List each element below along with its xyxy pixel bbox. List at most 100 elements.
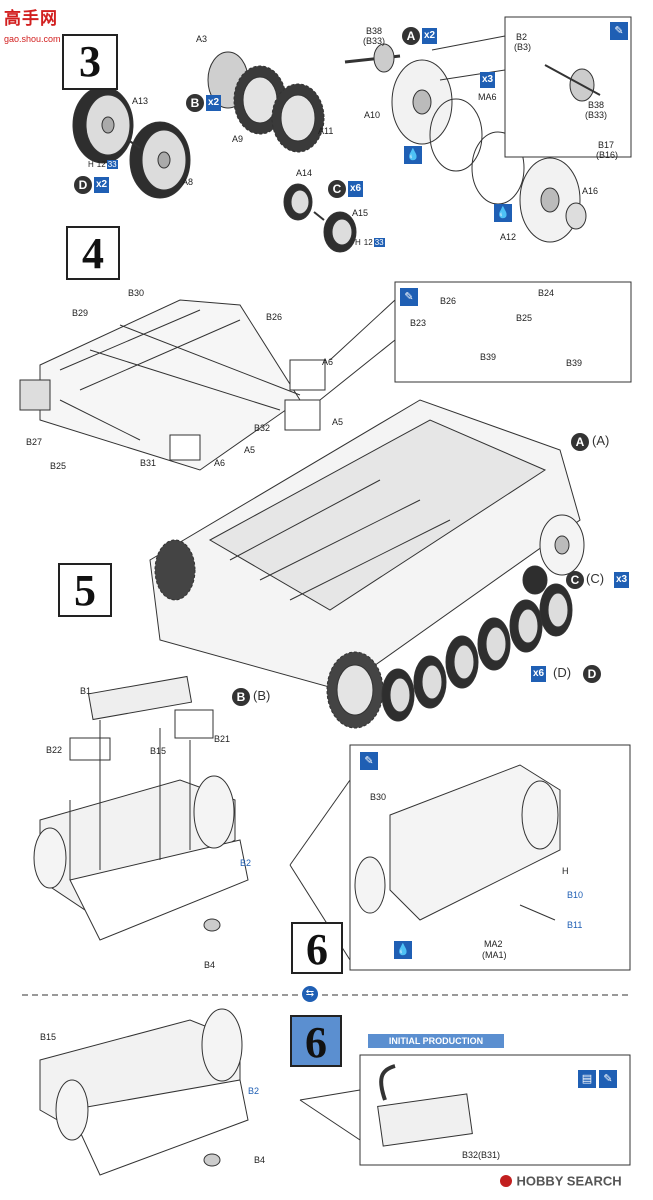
inset-part-label: B10 [567,890,584,900]
part-label: B1 [80,686,92,696]
part-label: B4 [254,1155,266,1165]
brand-text: HOBBY SEARCH [516,1173,622,1189]
part-label: B22 [46,745,63,755]
marker-paren-c: (C) [586,571,605,586]
part-label: B15 [150,746,167,756]
inset-part-label: B24 [538,288,555,298]
step-number-box: 6 [291,922,343,974]
part-label: A14 [296,168,313,178]
inset-part-label: B26 [440,296,457,306]
marker-letter-c: C [566,571,584,589]
part-label: A5 [244,445,256,455]
marker-paren-a: (A) [592,433,610,448]
watermark-brand: HOBBY SEARCH [497,1171,625,1191]
inset-part-label: B32(B31) [462,1150,501,1160]
inset-part-label: B30 [370,792,387,802]
part-label: B2 [516,32,528,42]
marker-letter-b: B [232,688,250,706]
part-label: B30 [128,288,145,298]
paint-code: 33 [373,238,385,247]
part-label: B26 [266,312,283,322]
inset-part-label: H [562,866,569,876]
marker-letter-d: D [583,665,601,683]
part-label: B31 [140,458,157,468]
part-label: A8 [182,177,194,187]
part-label: A9 [232,134,244,144]
callout-letter-b: B [186,94,204,112]
part-label: B15 [40,1032,57,1042]
paint-letter: H [88,160,94,169]
cement-brush-icon: ✎ [610,22,628,40]
part-label: (B33) [585,110,608,120]
watermark-url: gao.shou.com [4,34,61,44]
marker-letter-a: A [571,433,589,451]
part-label: A5 [332,417,344,427]
part-label: B2 [248,1086,260,1096]
glue-icon: 💧 [394,941,412,959]
part-label: A13 [132,96,149,106]
multiplier-badge: x3 [614,572,630,588]
part-label: B17 [598,140,615,150]
part-label: B25 [50,461,67,471]
cement-brush-icon: ✎ [599,1070,617,1088]
part-label: A16 [582,186,599,196]
alternative-version-icon: ⇆ [302,986,318,1002]
part-label: A6 [322,357,334,367]
part-label: (B3) [514,42,532,52]
multiplier-badge: x6 [531,666,547,682]
part-label: A10 [364,110,381,120]
step-number-box: 3 [62,34,118,90]
part-label: B2 [240,858,252,868]
watermark-title: 高手网 [4,9,58,28]
brand-logo-icon [500,1174,512,1187]
multiplier-badge: x2 [422,28,438,44]
inset-part-label: (MA1) [482,950,507,960]
paint-stripes-icon: ▤ [578,1070,596,1088]
part-label: A3 [196,34,208,44]
glue-icon: 💧 [404,146,422,164]
part-label: A15 [352,208,369,218]
multiplier-badge: x2 [206,95,222,111]
marker-paren-d: (D) [553,665,572,680]
part-label: B38 [366,26,383,36]
watermark-logo: 高手网 gao.shou.com [4,4,61,47]
paint-code: 33 [106,160,118,169]
multiplier-badge: x2 [94,177,110,193]
part-label: (B33) [363,36,386,46]
callout-letter-d: D [74,176,92,194]
marker-paren-b: (B) [253,688,271,703]
paint-letter: H [355,238,361,247]
part-label: B21 [214,734,231,744]
inset-part-label: B23 [410,318,427,328]
paint-num: 12 [96,160,106,169]
part-label: B38 [588,100,605,110]
cement-brush-icon: ✎ [360,752,378,770]
part-label: B29 [72,308,89,318]
inset-part-label: B25 [516,313,533,323]
part-label: (B16) [596,150,619,160]
step-number-box: 4 [66,226,120,280]
inset-part-label: B39 [566,358,583,368]
callout-letter-a: A [402,27,420,45]
callout-letter-c: C [328,180,346,198]
paint-num: 12 [363,238,373,247]
part-label: A11 [318,126,334,136]
part-label: A6 [214,458,226,468]
inset-part-label: MA2 [484,939,503,949]
inset-part-label: B39 [480,352,497,362]
multiplier-badge: x3 [480,72,496,88]
cement-brush-icon: ✎ [400,288,418,306]
part-label: A12 [500,232,517,242]
part-label: B4 [204,960,216,970]
variant-banner: INITIAL PRODUCTION [368,1034,504,1048]
glue-icon: 💧 [494,204,512,222]
step-number-box: 5 [58,563,112,617]
step-number-box: 6 [290,1015,342,1067]
part-label: MA6 [478,92,497,102]
multiplier-badge: x6 [348,181,364,197]
inset-part-label: B11 [567,920,583,930]
part-label: B32 [254,423,271,433]
